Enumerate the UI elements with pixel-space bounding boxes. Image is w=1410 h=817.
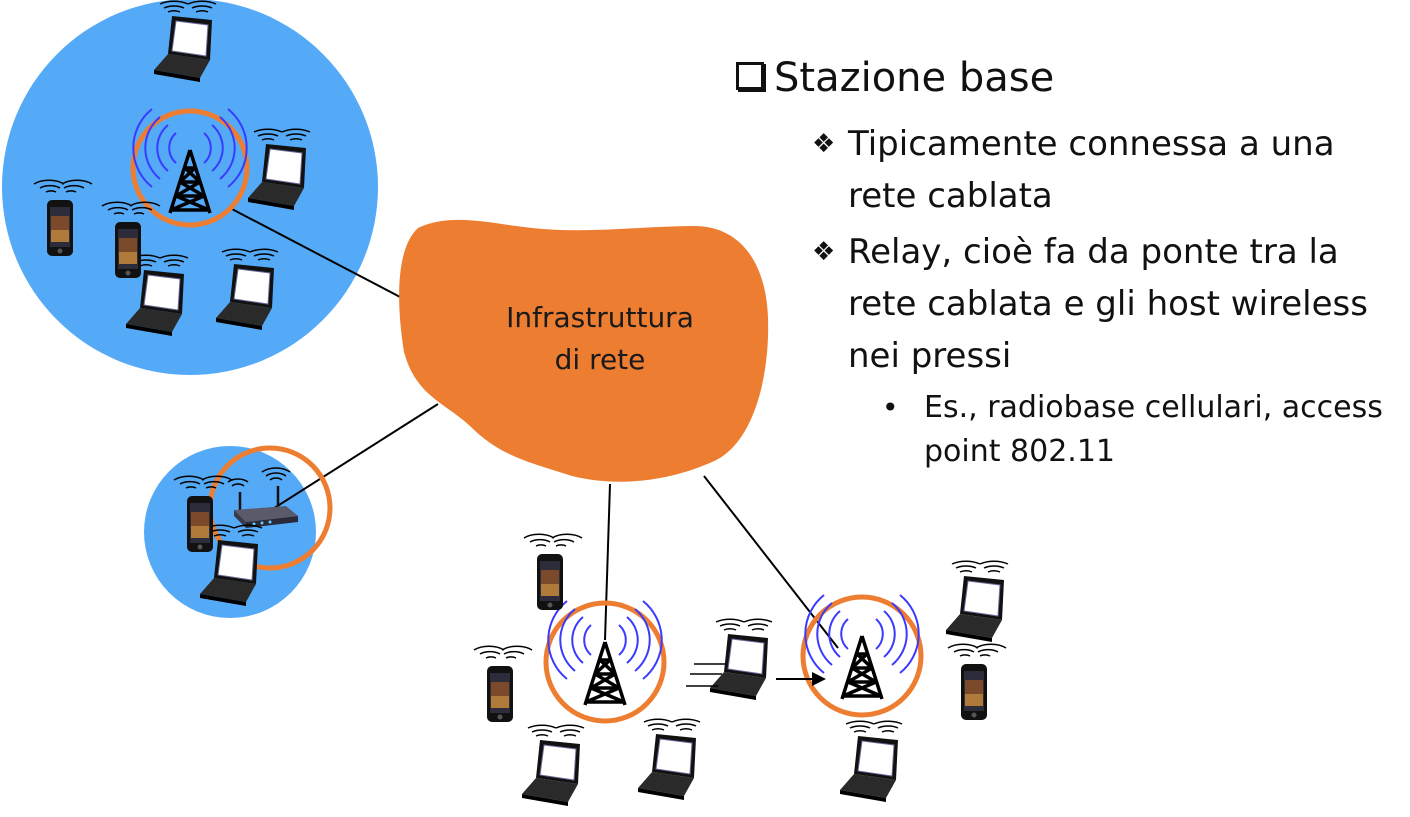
laptop-icon <box>637 718 701 801</box>
smartphone-icon <box>523 533 583 611</box>
network-cloud <box>399 219 769 482</box>
bullet-item: ❖ Relay, cioè fa da ponte tra la rete ca… <box>812 226 1402 382</box>
base-station-ring <box>800 594 924 718</box>
wired-link <box>229 207 403 299</box>
diamond-bullet-icon: ❖ <box>812 129 836 159</box>
wired-link <box>604 483 611 641</box>
checkbox-bullet-icon <box>736 62 764 90</box>
cloud-label-line1: Infrastruttura <box>506 301 694 334</box>
motion-lines <box>686 663 726 687</box>
bullet-title: Stazione base <box>736 54 1054 102</box>
dot-bullet-icon: • <box>882 391 899 424</box>
bullet-item: ❖ Tipicamente connessa a una rete cablat… <box>812 118 1402 222</box>
smartphone-icon <box>473 645 533 723</box>
cloud-label-line2: di rete <box>555 343 646 376</box>
laptop-icon <box>709 618 773 701</box>
wired-link <box>267 403 439 513</box>
laptop-icon <box>945 560 1009 643</box>
base-station-ring <box>130 108 250 228</box>
diamond-bullet-icon: ❖ <box>812 237 836 267</box>
handoff-arrow <box>776 672 826 686</box>
laptop-icon <box>839 720 903 803</box>
base-station-ring <box>543 600 667 724</box>
sub-bullet-item: • Es., radiobase cellulari, access point… <box>882 386 1402 474</box>
smartphone-icon <box>947 643 1007 721</box>
laptop-icon <box>521 724 585 807</box>
